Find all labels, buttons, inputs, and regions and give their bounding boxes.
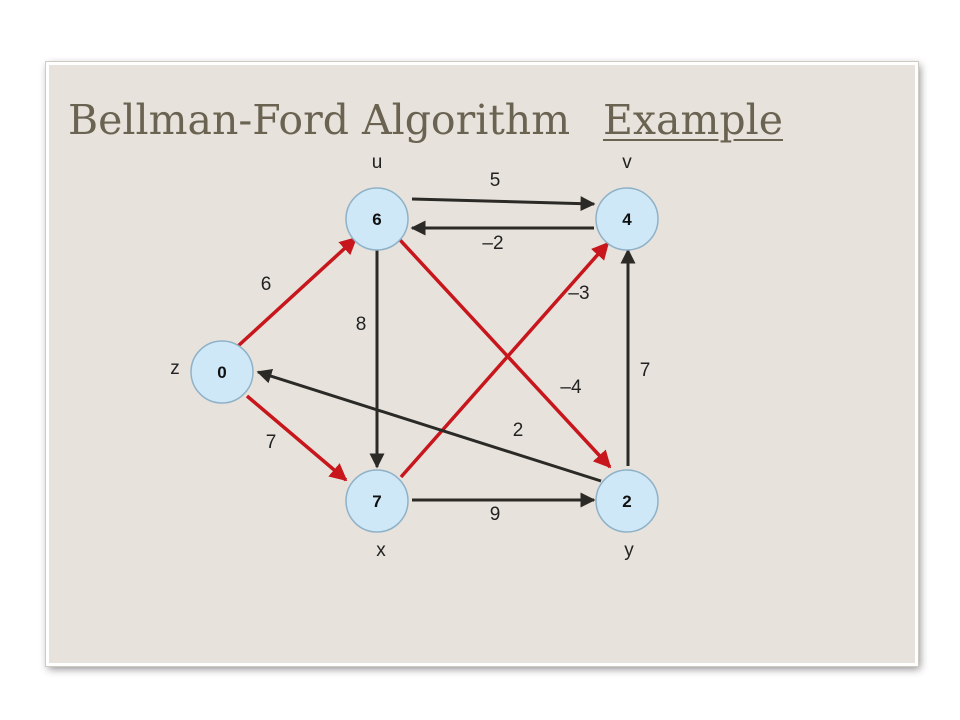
node-x-label: x: [376, 540, 386, 561]
edge-z-u: [236, 236, 358, 348]
edge-u-y: [398, 238, 612, 469]
node-z-label: z: [170, 358, 180, 379]
node-u-label: u: [372, 152, 383, 173]
weight-x-v: –3: [568, 283, 589, 304]
title-main: Bellman-Ford Algorithm: [68, 96, 571, 144]
node-v-label: v: [622, 152, 632, 173]
node-y: 2: [595, 469, 659, 533]
node-z: 0: [190, 340, 254, 404]
node-x-value: 7: [372, 492, 381, 511]
node-y-label: y: [624, 540, 634, 561]
weight-u-y: –4: [560, 377, 582, 398]
weight-y-z: 2: [513, 420, 524, 441]
node-v-value: 4: [622, 210, 632, 229]
weight-z-u: 6: [261, 274, 272, 295]
edge-z-x: [245, 394, 348, 482]
weight-u-x: 8: [356, 314, 367, 335]
node-u-value: 6: [372, 210, 381, 229]
edge-y-z: [256, 368, 602, 483]
weight-u-v: 5: [490, 170, 501, 191]
weight-y-v: 7: [640, 360, 651, 381]
node-x: 7: [345, 469, 409, 533]
slide-title: Bellman-Ford Algorithm Example: [68, 96, 783, 144]
node-v: 4: [595, 187, 659, 251]
edge-x-v: [399, 241, 610, 479]
edge-u-v: [411, 196, 596, 212]
weight-x-y: 9: [490, 504, 501, 525]
node-u: 6: [345, 187, 409, 251]
node-y-value: 2: [622, 492, 631, 511]
title-example: Example: [603, 96, 783, 144]
weight-v-u: –2: [482, 233, 503, 254]
weight-z-x: 7: [266, 432, 277, 453]
node-z-value: 0: [217, 363, 226, 382]
